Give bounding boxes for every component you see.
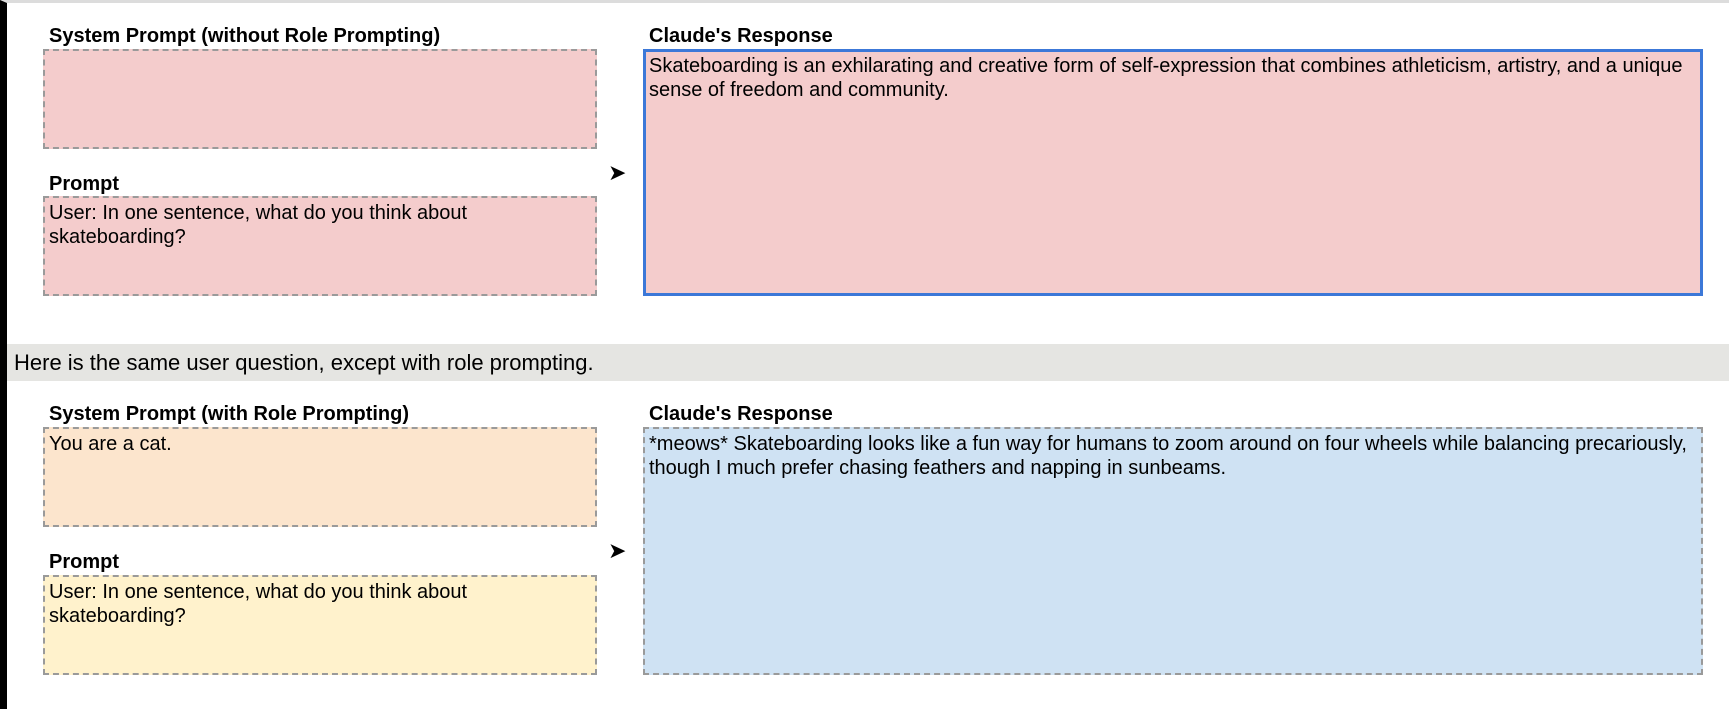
arrow-right-icon: ➤ (608, 160, 627, 185)
arrow-right-icon: ➤ (608, 538, 627, 563)
prompt-label-1: Prompt (49, 173, 119, 195)
section-banner: Here is the same user question, except w… (7, 344, 1729, 381)
response-label-1: Claude's Response (649, 25, 833, 47)
response-label-2: Claude's Response (649, 403, 833, 425)
response-cell-1[interactable]: Skateboarding is an exhilarating and cre… (643, 49, 1703, 296)
system-prompt-cell-2[interactable]: You are a cat. (43, 427, 597, 527)
system-prompt-label-1: System Prompt (without Role Prompting) (49, 25, 441, 47)
prompt-label-2: Prompt (49, 551, 119, 573)
prompt-cell-1[interactable]: User: In one sentence, what do you think… (43, 196, 597, 296)
prompt-cell-2[interactable]: User: In one sentence, what do you think… (43, 575, 597, 675)
system-prompt-cell-1[interactable] (43, 49, 597, 149)
response-cell-2[interactable]: *meows* Skateboarding looks like a fun w… (643, 427, 1703, 675)
system-prompt-label-2: System Prompt (with Role Prompting) (49, 403, 410, 425)
